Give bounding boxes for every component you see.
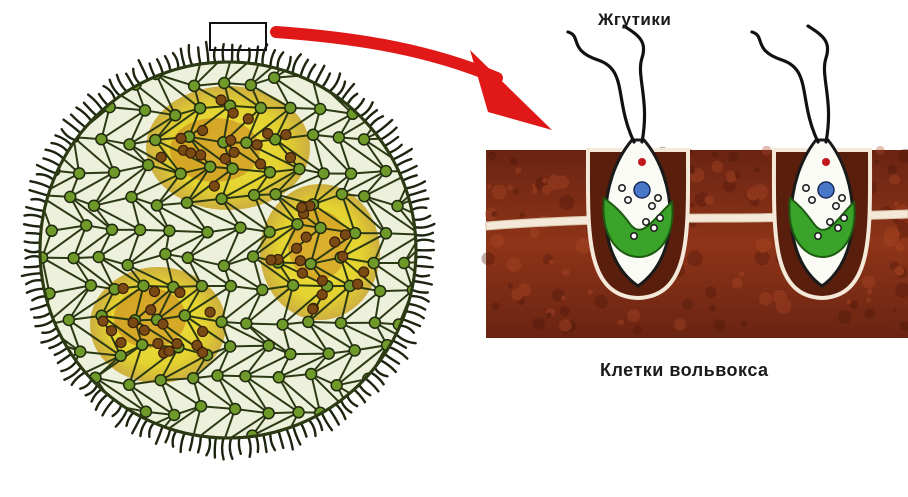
cells-caption: Клетки вольвокса: [600, 360, 769, 381]
volvox-colony-icon: [22, 42, 445, 459]
flagella-label: Жгутики: [598, 10, 671, 30]
